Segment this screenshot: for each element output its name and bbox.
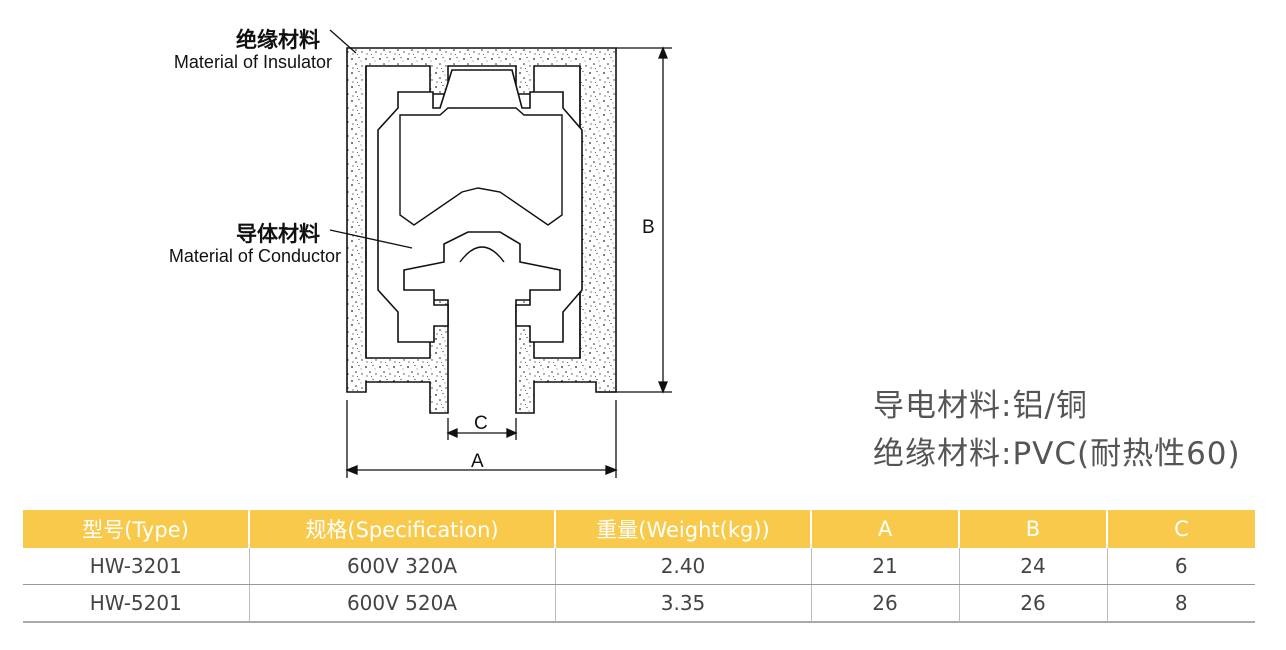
table-row: HW-5201 600V 520A 3.35 26 26 8: [23, 584, 1255, 623]
conductor-label-cn: 导体材料: [236, 222, 320, 246]
cell-specification: 600V 520A: [249, 584, 556, 623]
table-row: HW-3201 600V 320A 2.40 21 24 6: [23, 548, 1255, 585]
header-specification: 规格(Specification): [249, 510, 556, 548]
cell-b: 26: [959, 584, 1108, 623]
cell-c: 6: [1107, 548, 1255, 585]
dimension-c-label: C: [474, 413, 488, 434]
dimension-a-label: A: [471, 451, 484, 472]
specification-table: 型号(Type) 规格(Specification) 重量(Weight(kg)…: [23, 510, 1255, 623]
cell-a: 26: [811, 584, 960, 623]
conductor-label-en: Material of Conductor: [168, 246, 341, 266]
header-weight: 重量(Weight(kg)): [555, 510, 812, 548]
insulator-housing: [346, 47, 617, 414]
insulator-label-en: Material of Insulator: [173, 52, 332, 72]
cell-type: HW-5201: [23, 584, 250, 623]
dimension-b-label: B: [642, 217, 655, 238]
dimension-lines: [329, 29, 672, 478]
cell-weight: 2.40: [555, 548, 812, 585]
table-header-row: 型号(Type) 规格(Specification) 重量(Weight(kg)…: [23, 510, 1255, 548]
cell-type: HW-3201: [23, 548, 250, 585]
insulator-label-cn: 绝缘材料: [236, 28, 320, 52]
header-type: 型号(Type): [23, 510, 250, 548]
insulator-material-text: 绝缘材料:PVC(耐热性60): [873, 436, 1241, 472]
header-a: A: [811, 510, 960, 548]
cell-a: 21: [811, 548, 960, 585]
cell-b: 24: [959, 548, 1108, 585]
header-b: B: [959, 510, 1108, 548]
cell-weight: 3.35: [555, 584, 812, 623]
header-c: C: [1107, 510, 1255, 548]
cell-c: 8: [1107, 584, 1255, 623]
conductor-material-text: 导电材料:铝/铜: [873, 388, 1088, 424]
conductor-body: [377, 69, 583, 343]
cross-section-diagram: [329, 29, 672, 478]
cell-specification: 600V 320A: [249, 548, 556, 585]
